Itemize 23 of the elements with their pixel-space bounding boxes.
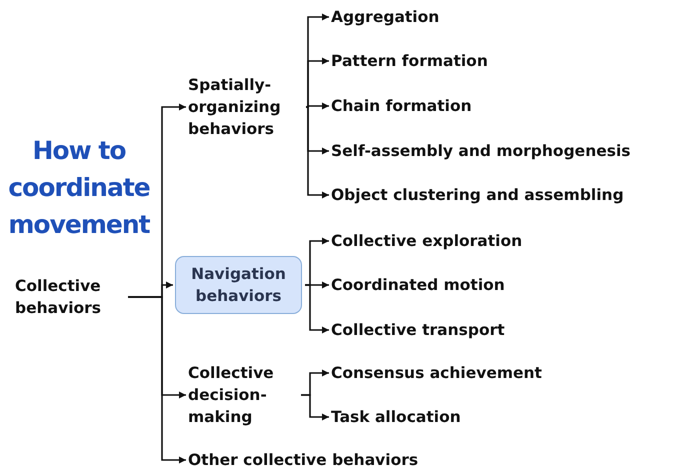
- category-label: Collective behaviors: [15, 275, 125, 319]
- category-label: Chain formation: [331, 95, 472, 117]
- category-label: Coordinated motion: [331, 274, 505, 296]
- category-label: Collective transport: [331, 319, 505, 341]
- category-label: Other collective behaviors: [188, 449, 478, 470]
- category-label: Collective exploration: [331, 230, 522, 252]
- category-label: Pattern formation: [331, 50, 488, 72]
- category-label: Object clustering and assembling: [331, 184, 624, 206]
- category-label: Task allocation: [331, 406, 461, 428]
- connector-arrow: [305, 284, 329, 334]
- category-label: Aggregation: [331, 6, 440, 28]
- highlighted-category-box: [175, 256, 302, 314]
- category-label: Consensus achievement: [331, 362, 542, 384]
- connector-arrow: [306, 106, 329, 198]
- box-label: Navigation behaviors: [190, 264, 287, 307]
- category-label: Collective decision-making: [188, 362, 298, 428]
- connector-arrow: [301, 394, 329, 420]
- category-label: Spatially-organizing behaviors: [188, 74, 303, 140]
- connector-arrow: [306, 58, 329, 108]
- connector-arrow: [306, 102, 329, 110]
- diagram-title: How to coordinate movement: [7, 135, 151, 241]
- category-label: Self-assembly and morphogenesis: [331, 140, 631, 162]
- connector-arrow: [128, 296, 186, 464]
